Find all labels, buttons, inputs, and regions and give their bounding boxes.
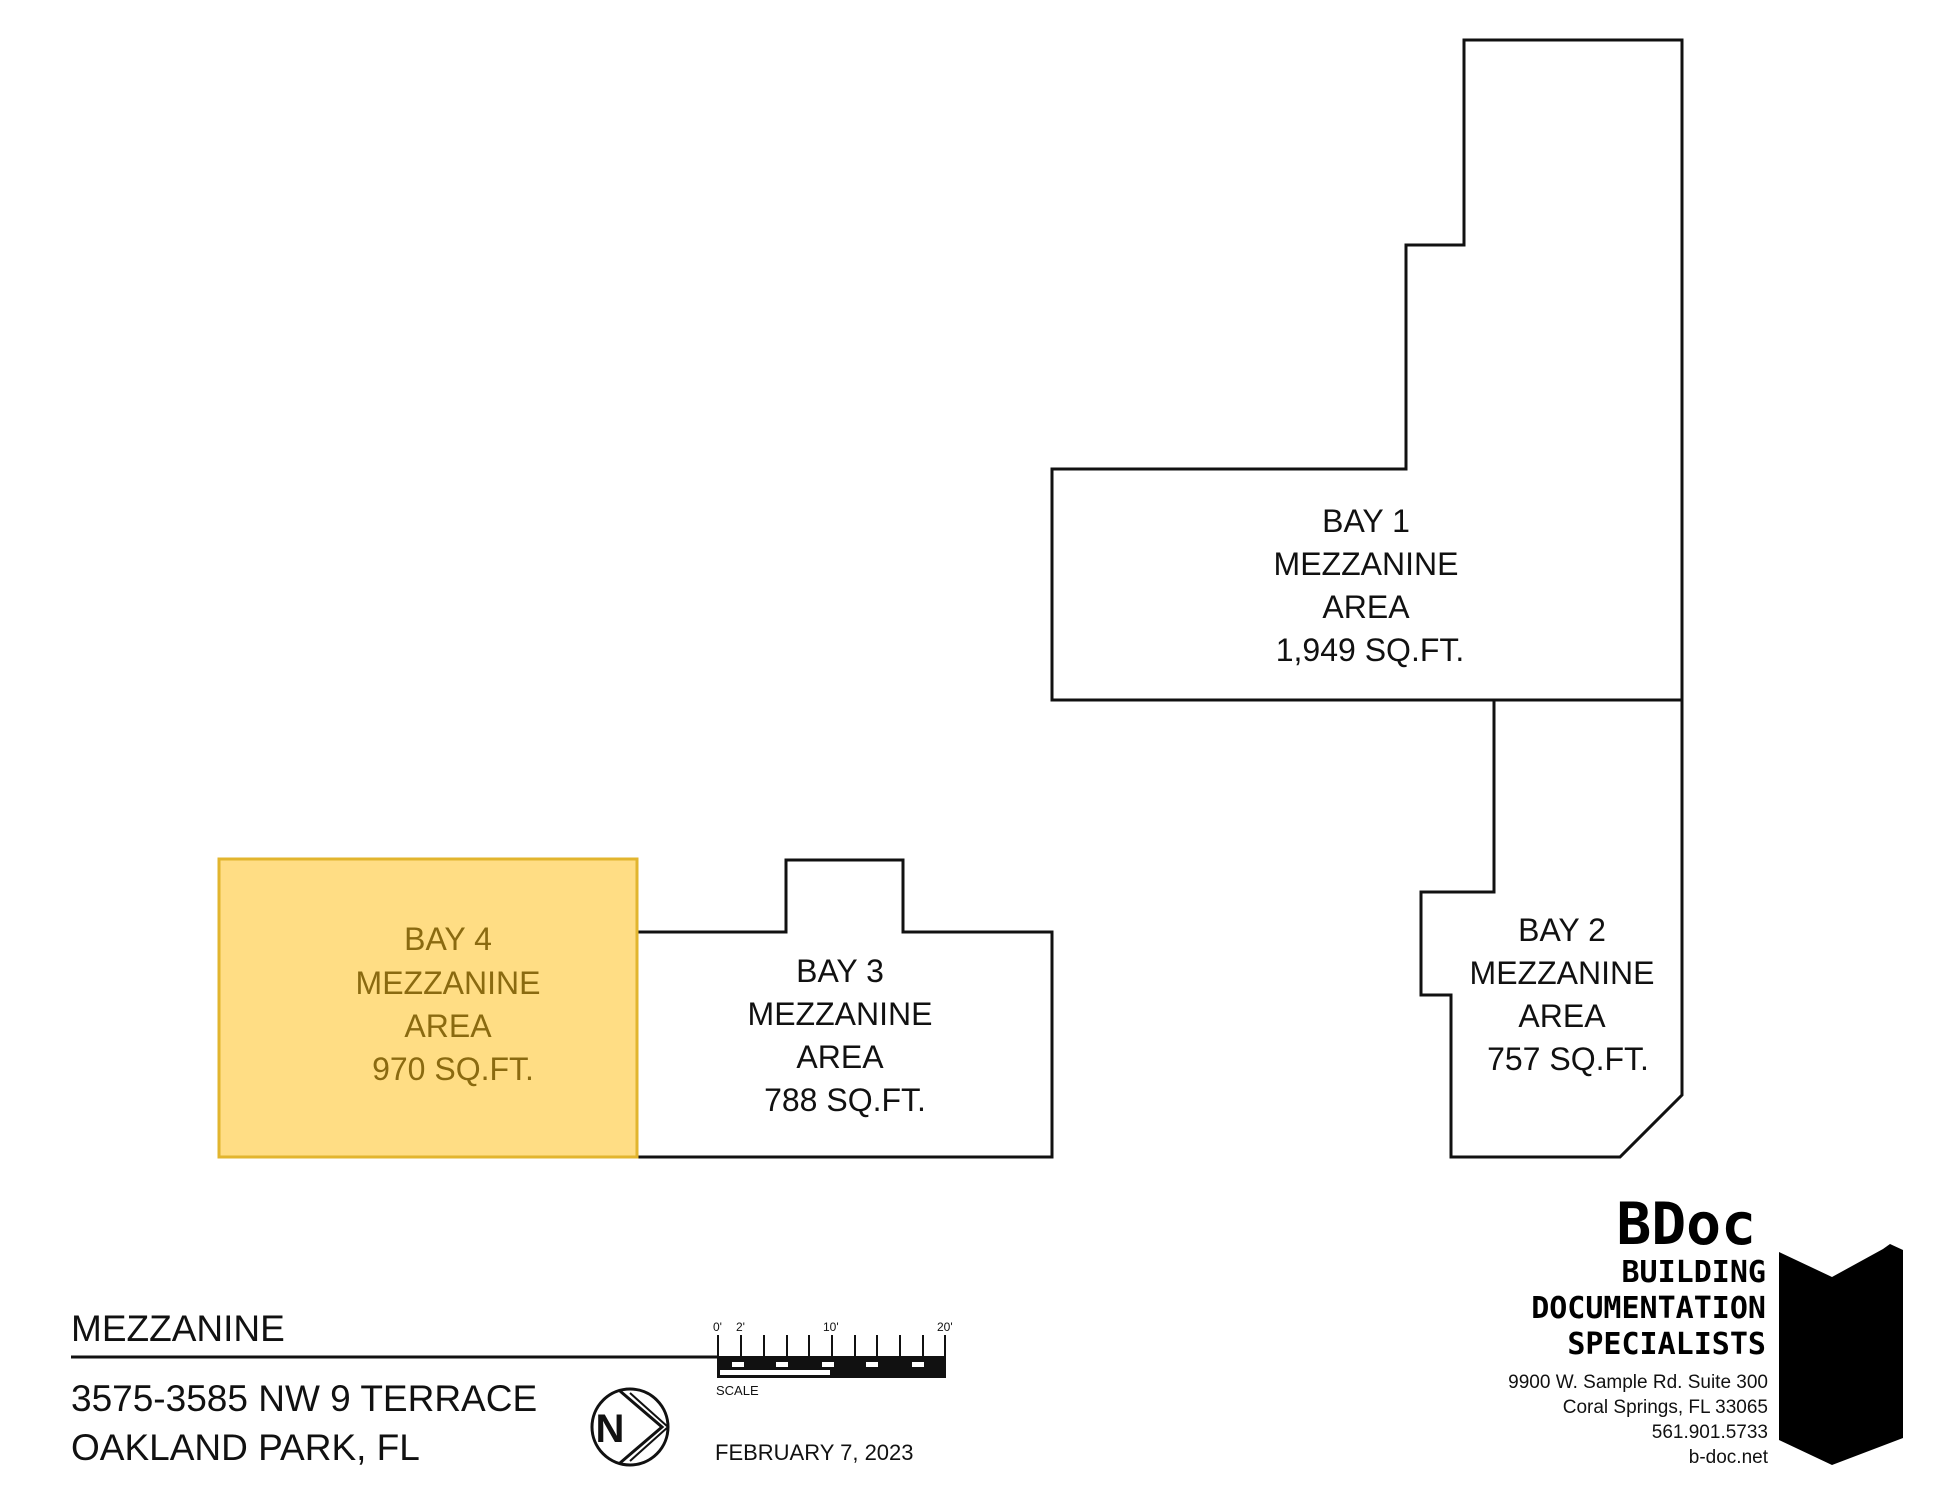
title-block: MEZZANINE 3575-3585 NW 9 TERRACE OAKLAND… bbox=[71, 1308, 914, 1468]
north-label: N bbox=[596, 1407, 625, 1451]
bay-2-area-label: AREA bbox=[1518, 998, 1606, 1034]
scale-tick-2: 2' bbox=[736, 1320, 745, 1334]
bay-4-name: BAY 4 bbox=[404, 921, 492, 957]
bay-1-name: BAY 1 bbox=[1322, 503, 1410, 539]
bay-1-sqft: 1,949 SQ.FT. bbox=[1276, 632, 1465, 668]
logo-building-icon bbox=[1779, 1244, 1903, 1465]
address-line-1: 3575-3585 NW 9 TERRACE bbox=[71, 1378, 537, 1419]
north-arrow-icon: N bbox=[590, 1387, 670, 1467]
bay-3-sqft: 788 SQ.FT. bbox=[764, 1082, 926, 1118]
drawing-title: MEZZANINE bbox=[71, 1308, 285, 1349]
bay-3-area-label: AREA bbox=[796, 1039, 884, 1075]
company-phone: 561.901.5733 bbox=[1652, 1422, 1768, 1443]
bay-2-name: BAY 2 bbox=[1518, 912, 1606, 948]
company-logo: BDoc BUILDING DOCUMENTATION SPECIALISTS … bbox=[1508, 1190, 1903, 1468]
bay-3-name: BAY 3 bbox=[796, 953, 884, 989]
bay-2-sqft: 757 SQ.FT. bbox=[1487, 1041, 1649, 1077]
logo-bdoc: BDoc bbox=[1616, 1190, 1756, 1258]
scale-tick-10: 10' bbox=[823, 1320, 839, 1334]
drawing-date: FEBRUARY 7, 2023 bbox=[715, 1440, 914, 1465]
bay-4[interactable]: BAY 4 MEZZANINE AREA 970 SQ.FT. bbox=[217, 857, 639, 1159]
address-line-2: OAKLAND PARK, FL bbox=[71, 1427, 420, 1468]
company-website[interactable]: b-doc.net bbox=[1689, 1447, 1769, 1468]
company-address-2: Coral Springs, FL 33065 bbox=[1563, 1397, 1768, 1418]
logo-line-1: BUILDING bbox=[1622, 1255, 1767, 1290]
bay-3-outline bbox=[635, 858, 1054, 1159]
bay-4-area-label: AREA bbox=[404, 1008, 492, 1044]
bay-1-area-label: AREA bbox=[1322, 589, 1410, 625]
bay-2[interactable]: BAY 2 MEZZANINE AREA 757 SQ.FT. bbox=[1419, 698, 1684, 1159]
bay-2-type: MEZZANINE bbox=[1470, 955, 1655, 991]
bay-4-sqft: 970 SQ.FT. bbox=[372, 1051, 534, 1087]
logo-line-3: SPECIALISTS bbox=[1567, 1327, 1766, 1362]
bay-3[interactable]: BAY 3 MEZZANINE AREA 788 SQ.FT. bbox=[635, 858, 1054, 1159]
logo-line-2: DOCUMENTATION bbox=[1531, 1291, 1766, 1326]
bay-1-type: MEZZANINE bbox=[1274, 546, 1459, 582]
company-address-1: 9900 W. Sample Rd. Suite 300 bbox=[1508, 1372, 1768, 1393]
scale-label: SCALE bbox=[716, 1383, 759, 1398]
bay-4-outline bbox=[217, 857, 639, 1159]
bay-4-type: MEZZANINE bbox=[356, 965, 541, 1001]
bay-1[interactable]: BAY 1 MEZZANINE AREA 1,949 SQ.FT. bbox=[1050, 38, 1684, 702]
scale-bar: 0' 2' 10' 20' SCALE bbox=[713, 1320, 953, 1398]
bay-1-outline bbox=[1050, 38, 1684, 702]
bay-2-outline bbox=[1419, 698, 1684, 1159]
scale-tick-20: 20' bbox=[937, 1320, 953, 1334]
bay-3-type: MEZZANINE bbox=[748, 996, 933, 1032]
scale-tick-0: 0' bbox=[713, 1320, 722, 1334]
